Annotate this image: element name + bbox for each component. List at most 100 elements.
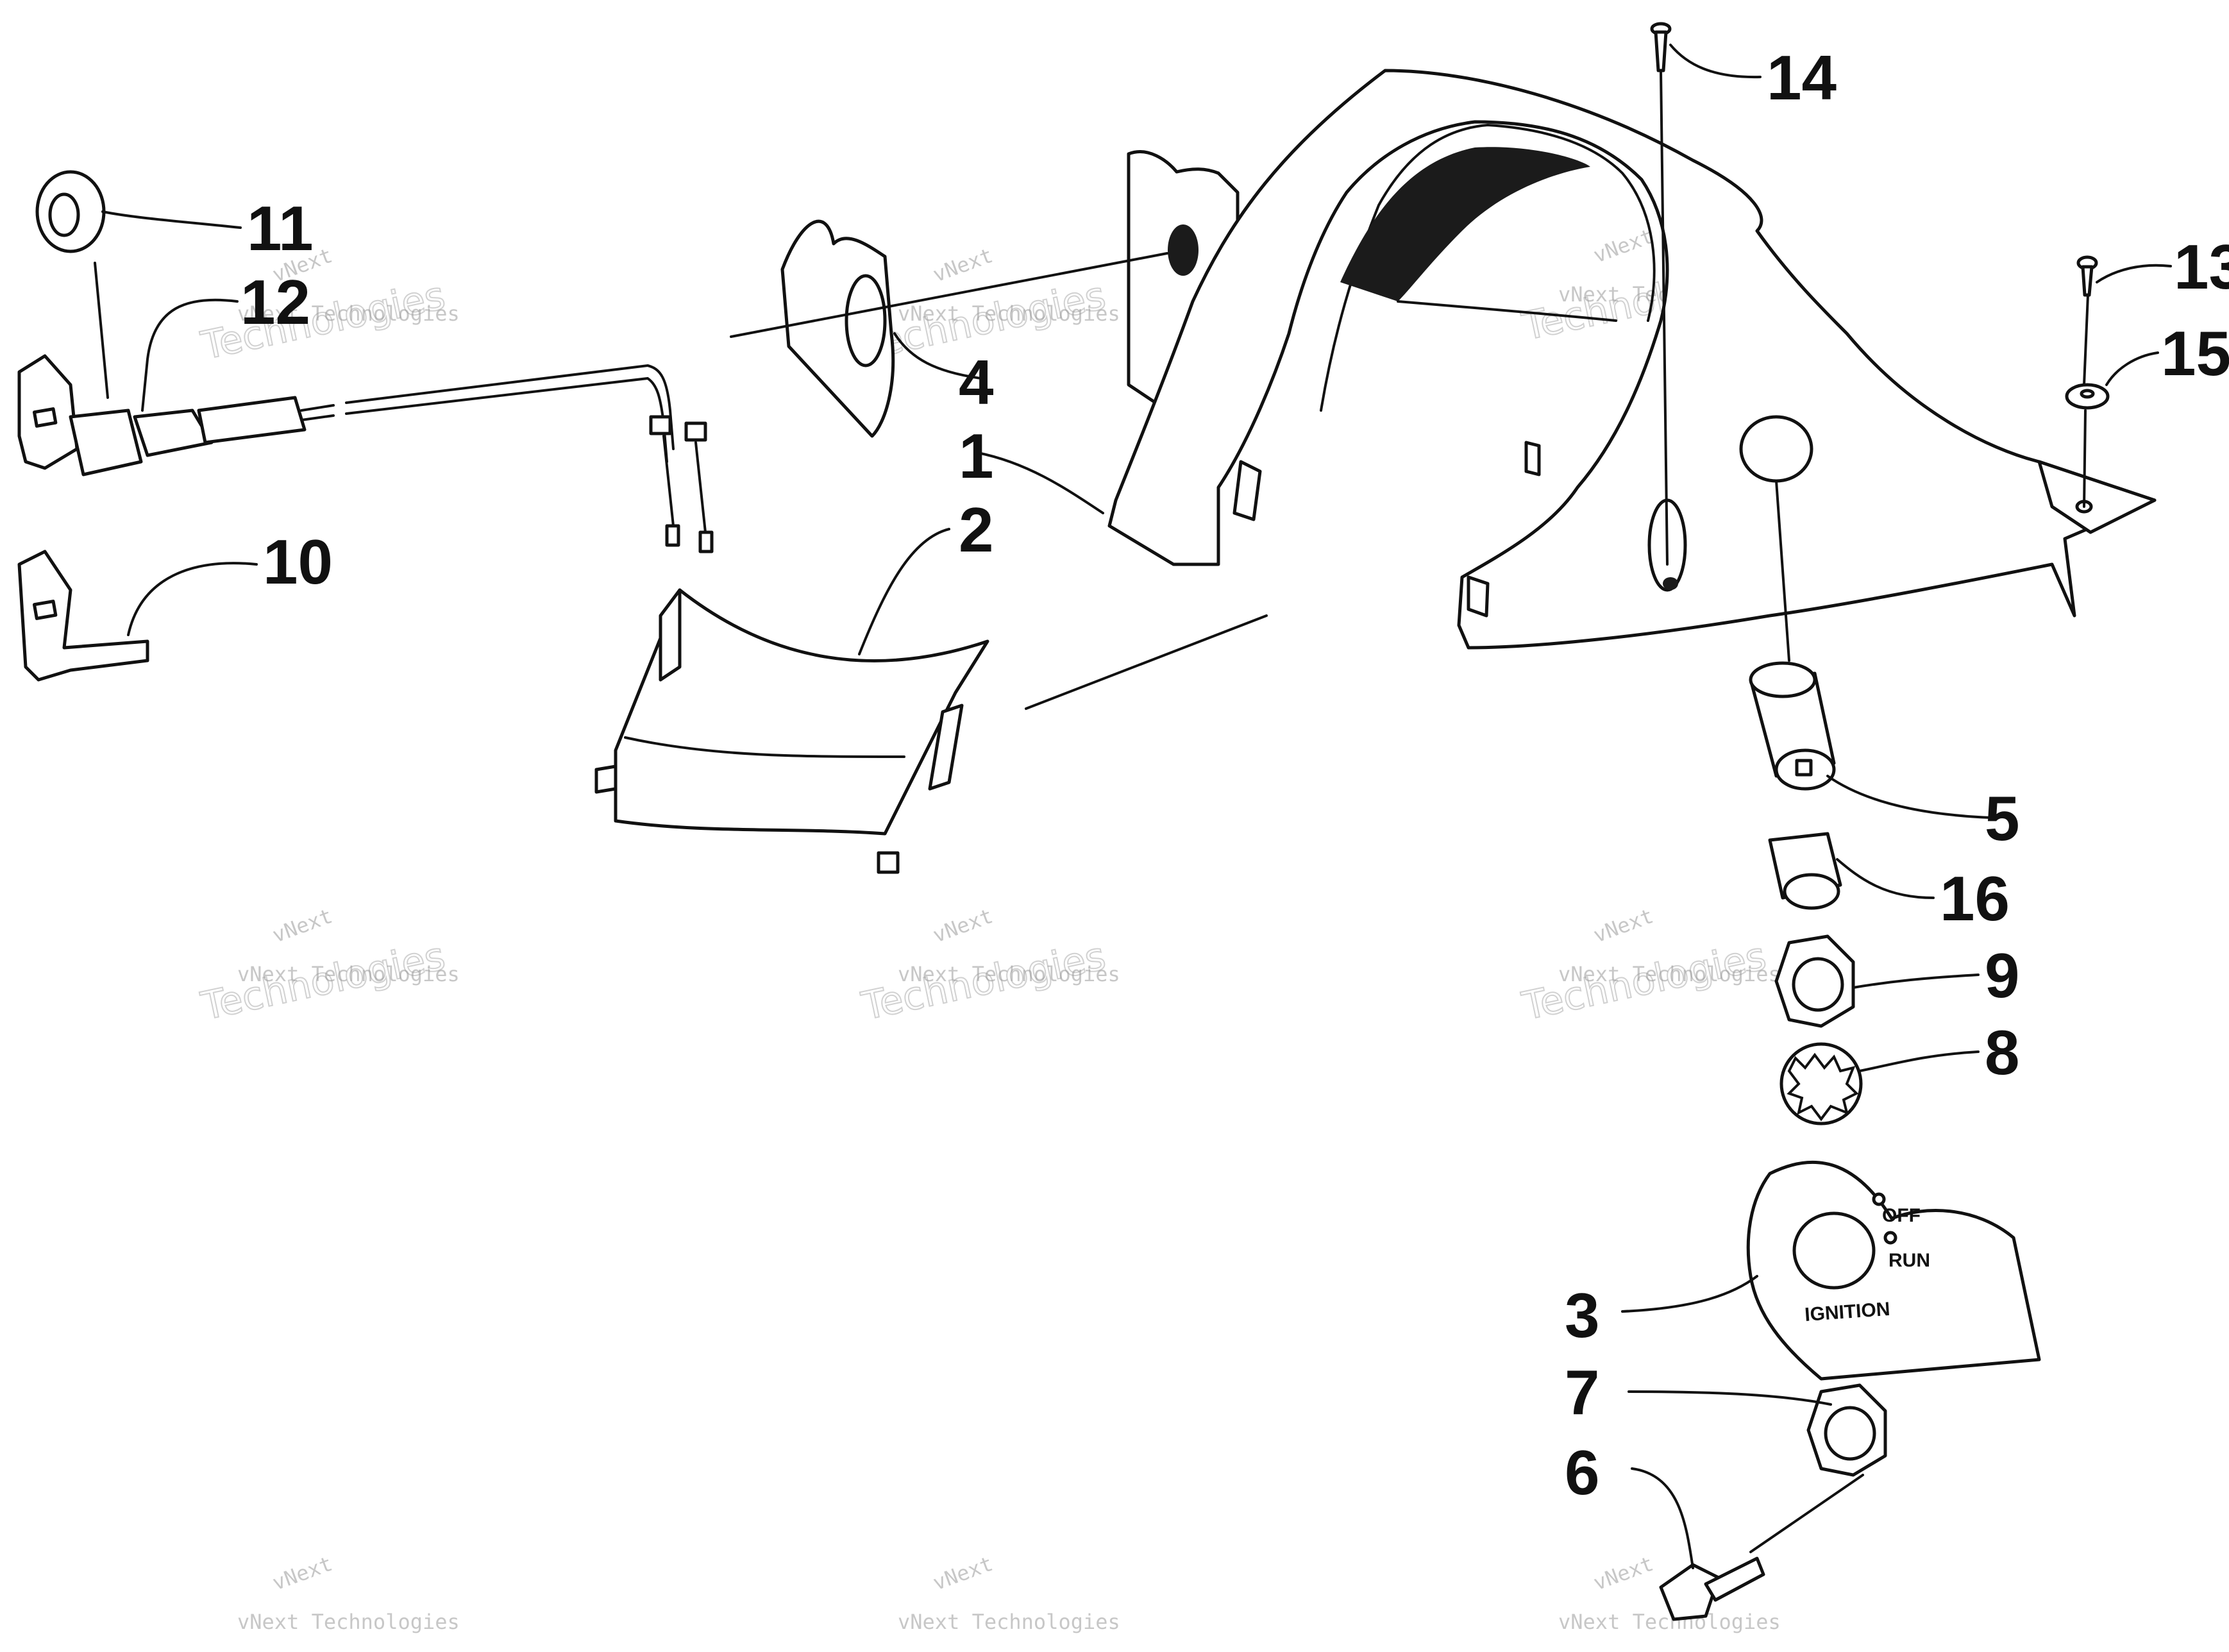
leader-11 bbox=[101, 210, 242, 229]
leader-9 bbox=[1852, 973, 1980, 989]
ignition-plate: OFF RUN IGNITION bbox=[1746, 1160, 2041, 1381]
throttle-lever-alt bbox=[17, 550, 149, 682]
callout-labels: 1 2 3 4 5 6 7 8 9 10 11 12 13 14 15 16 bbox=[240, 42, 2229, 1508]
leader-12 bbox=[141, 298, 239, 412]
screw-short bbox=[2076, 255, 2098, 297]
leader-16 bbox=[1836, 858, 1935, 899]
ignition-switch-slot bbox=[1795, 759, 1813, 777]
callout-7: 7 bbox=[1565, 1357, 1600, 1428]
ignition-outer-nut bbox=[1806, 1383, 1887, 1477]
callout-10: 10 bbox=[263, 527, 333, 597]
watermark-brand-top: vNext bbox=[1590, 904, 1657, 948]
outer-nut-hole bbox=[1824, 1406, 1876, 1461]
cable-end-rod bbox=[694, 441, 707, 534]
console-gauge-hole bbox=[1168, 224, 1199, 276]
console-tab bbox=[1232, 460, 1262, 521]
throttle-cable-sleeve bbox=[197, 396, 307, 444]
console-mount-flange bbox=[2037, 460, 2157, 534]
ignition-plate-hole bbox=[1792, 1211, 1876, 1290]
ignition-hex-nut bbox=[1774, 934, 1855, 1028]
ignition-plate-off-label: OFF bbox=[1882, 1205, 1921, 1226]
cable-end-fitting bbox=[649, 415, 672, 435]
leader-4 bbox=[893, 332, 982, 380]
ignition-key-blade bbox=[1704, 1556, 1765, 1602]
watermark-brand-top: vNext bbox=[269, 1551, 336, 1596]
screw-short-shank bbox=[2081, 265, 2094, 297]
callout-13: 13 bbox=[2174, 232, 2229, 302]
callout-14: 14 bbox=[1767, 42, 1837, 113]
cable-end-tip bbox=[665, 524, 680, 547]
watermark-brand-large: Technologies bbox=[1518, 934, 1771, 1029]
watermark-brand-large: Technologies bbox=[858, 934, 1110, 1029]
lower-cover-tab bbox=[659, 588, 682, 682]
leader-5 bbox=[1826, 775, 1992, 819]
callout-4: 4 bbox=[959, 347, 994, 417]
washer-axis bbox=[2083, 409, 2087, 508]
leader-13 bbox=[2096, 264, 2172, 283]
leader-1 bbox=[973, 451, 1104, 514]
throttle-lever-icon bbox=[32, 407, 58, 428]
console-main-body bbox=[1107, 69, 2157, 650]
ignition-sleeve-face bbox=[1783, 873, 1840, 910]
watermark-tile: vNext vNext Technologies bbox=[898, 1551, 1120, 1634]
console-ignition-hole bbox=[1739, 415, 1813, 483]
watermark-tile: vNext vNext Technologies Technologies bbox=[197, 904, 460, 1030]
watermark-brand: vNext Technologies bbox=[1558, 1610, 1781, 1634]
watermark-tile: vNext vNext Technologies Technologies bbox=[1518, 904, 1781, 1030]
lower-cover-tab bbox=[594, 764, 618, 794]
ignition-axis bbox=[1775, 480, 1790, 662]
console-tab bbox=[1467, 575, 1490, 618]
watermark-brand-top: vNext bbox=[930, 1551, 997, 1596]
leader-8 bbox=[1858, 1050, 1980, 1072]
lower-cover-tab bbox=[877, 851, 900, 874]
watermark-brand: vNext Technologies bbox=[237, 1610, 460, 1634]
gauge-bezel-hole bbox=[845, 274, 887, 367]
callout-6: 6 bbox=[1565, 1437, 1600, 1508]
ignition-switch-top bbox=[1749, 661, 1817, 698]
cable-end-rod bbox=[662, 435, 675, 527]
lower-cover-body bbox=[614, 588, 989, 836]
ignition-sleeve bbox=[1768, 832, 1842, 910]
lower-cover bbox=[594, 588, 989, 874]
cover-alignment-line bbox=[1025, 614, 1268, 710]
throttle-nut bbox=[35, 170, 106, 253]
gauge-bezel-plate bbox=[780, 219, 895, 438]
watermark-brand-top: vNext bbox=[930, 243, 997, 287]
nut-axis-line bbox=[94, 262, 109, 399]
leader-15 bbox=[2105, 351, 2159, 386]
watermark-brand: vNext Technologies bbox=[898, 962, 1120, 986]
watermark-tile: vNext vNext Technologies Technologies bbox=[857, 904, 1120, 1030]
callout-11: 11 bbox=[247, 193, 314, 264]
throttle-cable bbox=[300, 404, 335, 421]
ignition-key bbox=[1659, 1556, 1765, 1621]
ignition-plate-run-label: RUN bbox=[1888, 1250, 1930, 1271]
watermark-brand: vNext Technologies bbox=[898, 1610, 1120, 1634]
lower-cover-edge bbox=[624, 736, 905, 758]
watermark-brand-large: Technologies bbox=[198, 273, 450, 369]
leader-10 bbox=[127, 562, 258, 636]
callout-9: 9 bbox=[1985, 940, 2020, 1011]
throttle-nut-hole bbox=[48, 192, 80, 237]
watermark-tile: vNext vNext Technologies bbox=[237, 1551, 460, 1634]
lever-alt-icon bbox=[32, 600, 58, 620]
lever-alt-body bbox=[17, 550, 149, 682]
callout-8: 8 bbox=[1985, 1017, 2020, 1088]
console-visor-shade bbox=[1340, 147, 1590, 301]
callout-3: 3 bbox=[1565, 1280, 1600, 1351]
hex-nut-hole bbox=[1792, 957, 1844, 1012]
watermark-brand: vNext Technologies bbox=[237, 962, 460, 986]
watermark-brand-large: Technologies bbox=[198, 934, 450, 1029]
callout-12: 12 bbox=[240, 267, 310, 337]
console-windshield-line bbox=[1397, 300, 1617, 322]
cable-end-fitting bbox=[684, 421, 707, 442]
cable-end-tip bbox=[698, 530, 714, 553]
screw-long-shank bbox=[1654, 30, 1668, 72]
watermark-tile: vNext vNext Technologies Technologies bbox=[197, 243, 460, 369]
watermark-brand-top: vNext bbox=[269, 904, 336, 948]
leader-7 bbox=[1628, 1390, 1832, 1406]
throttle-lever-assembly bbox=[17, 354, 714, 553]
washer bbox=[2065, 383, 2110, 410]
leader-14 bbox=[1669, 44, 1762, 79]
console-screw-hole bbox=[1663, 577, 1678, 590]
